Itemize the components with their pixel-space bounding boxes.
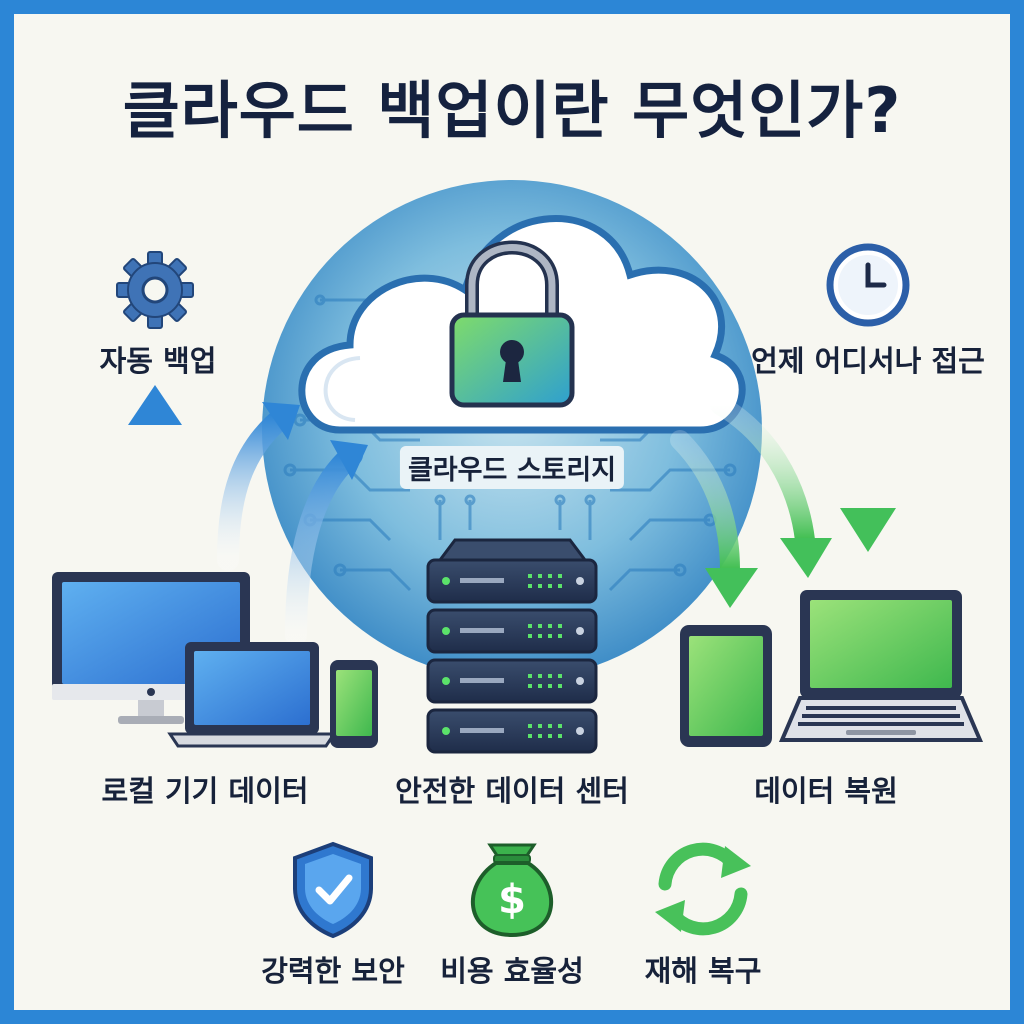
clock-icon: [826, 243, 910, 327]
label-local-devices: 로컬 기기 데이터: [101, 774, 309, 808]
upload-arrows: [128, 385, 368, 646]
label-disaster-recovery: 재해 복구: [644, 954, 762, 988]
refresh-arrows-icon: [655, 842, 751, 936]
smartphone-icon: [330, 660, 378, 748]
download-arrows: [670, 395, 896, 608]
laptop-icon: [778, 590, 984, 742]
label-cost-efficiency: 비용 효율성: [440, 954, 584, 988]
padlock-icon: [449, 240, 575, 408]
dollar-sign: $: [498, 877, 526, 923]
label-auto-backup: 자동 백업: [99, 344, 217, 378]
server-rack-icon: [426, 538, 598, 754]
shield-check-icon: [293, 841, 373, 939]
label-data-center: 안전한 데이터 센터: [395, 774, 629, 808]
label-anywhere-access: 언제 어디서나 접근: [751, 344, 985, 378]
tablet-icon: [680, 625, 772, 747]
label-cloud-storage: 클라우드 스토리지: [399, 446, 625, 489]
label-data-restore: 데이터 복원: [754, 774, 898, 808]
laptop-icon: [167, 642, 337, 748]
label-strong-security: 강력한 보안: [261, 954, 405, 988]
gear-icon: [116, 251, 194, 329]
money-bag-icon: $: [470, 843, 554, 938]
page-title: 클라우드 백업이란 무엇인가?: [122, 74, 902, 147]
